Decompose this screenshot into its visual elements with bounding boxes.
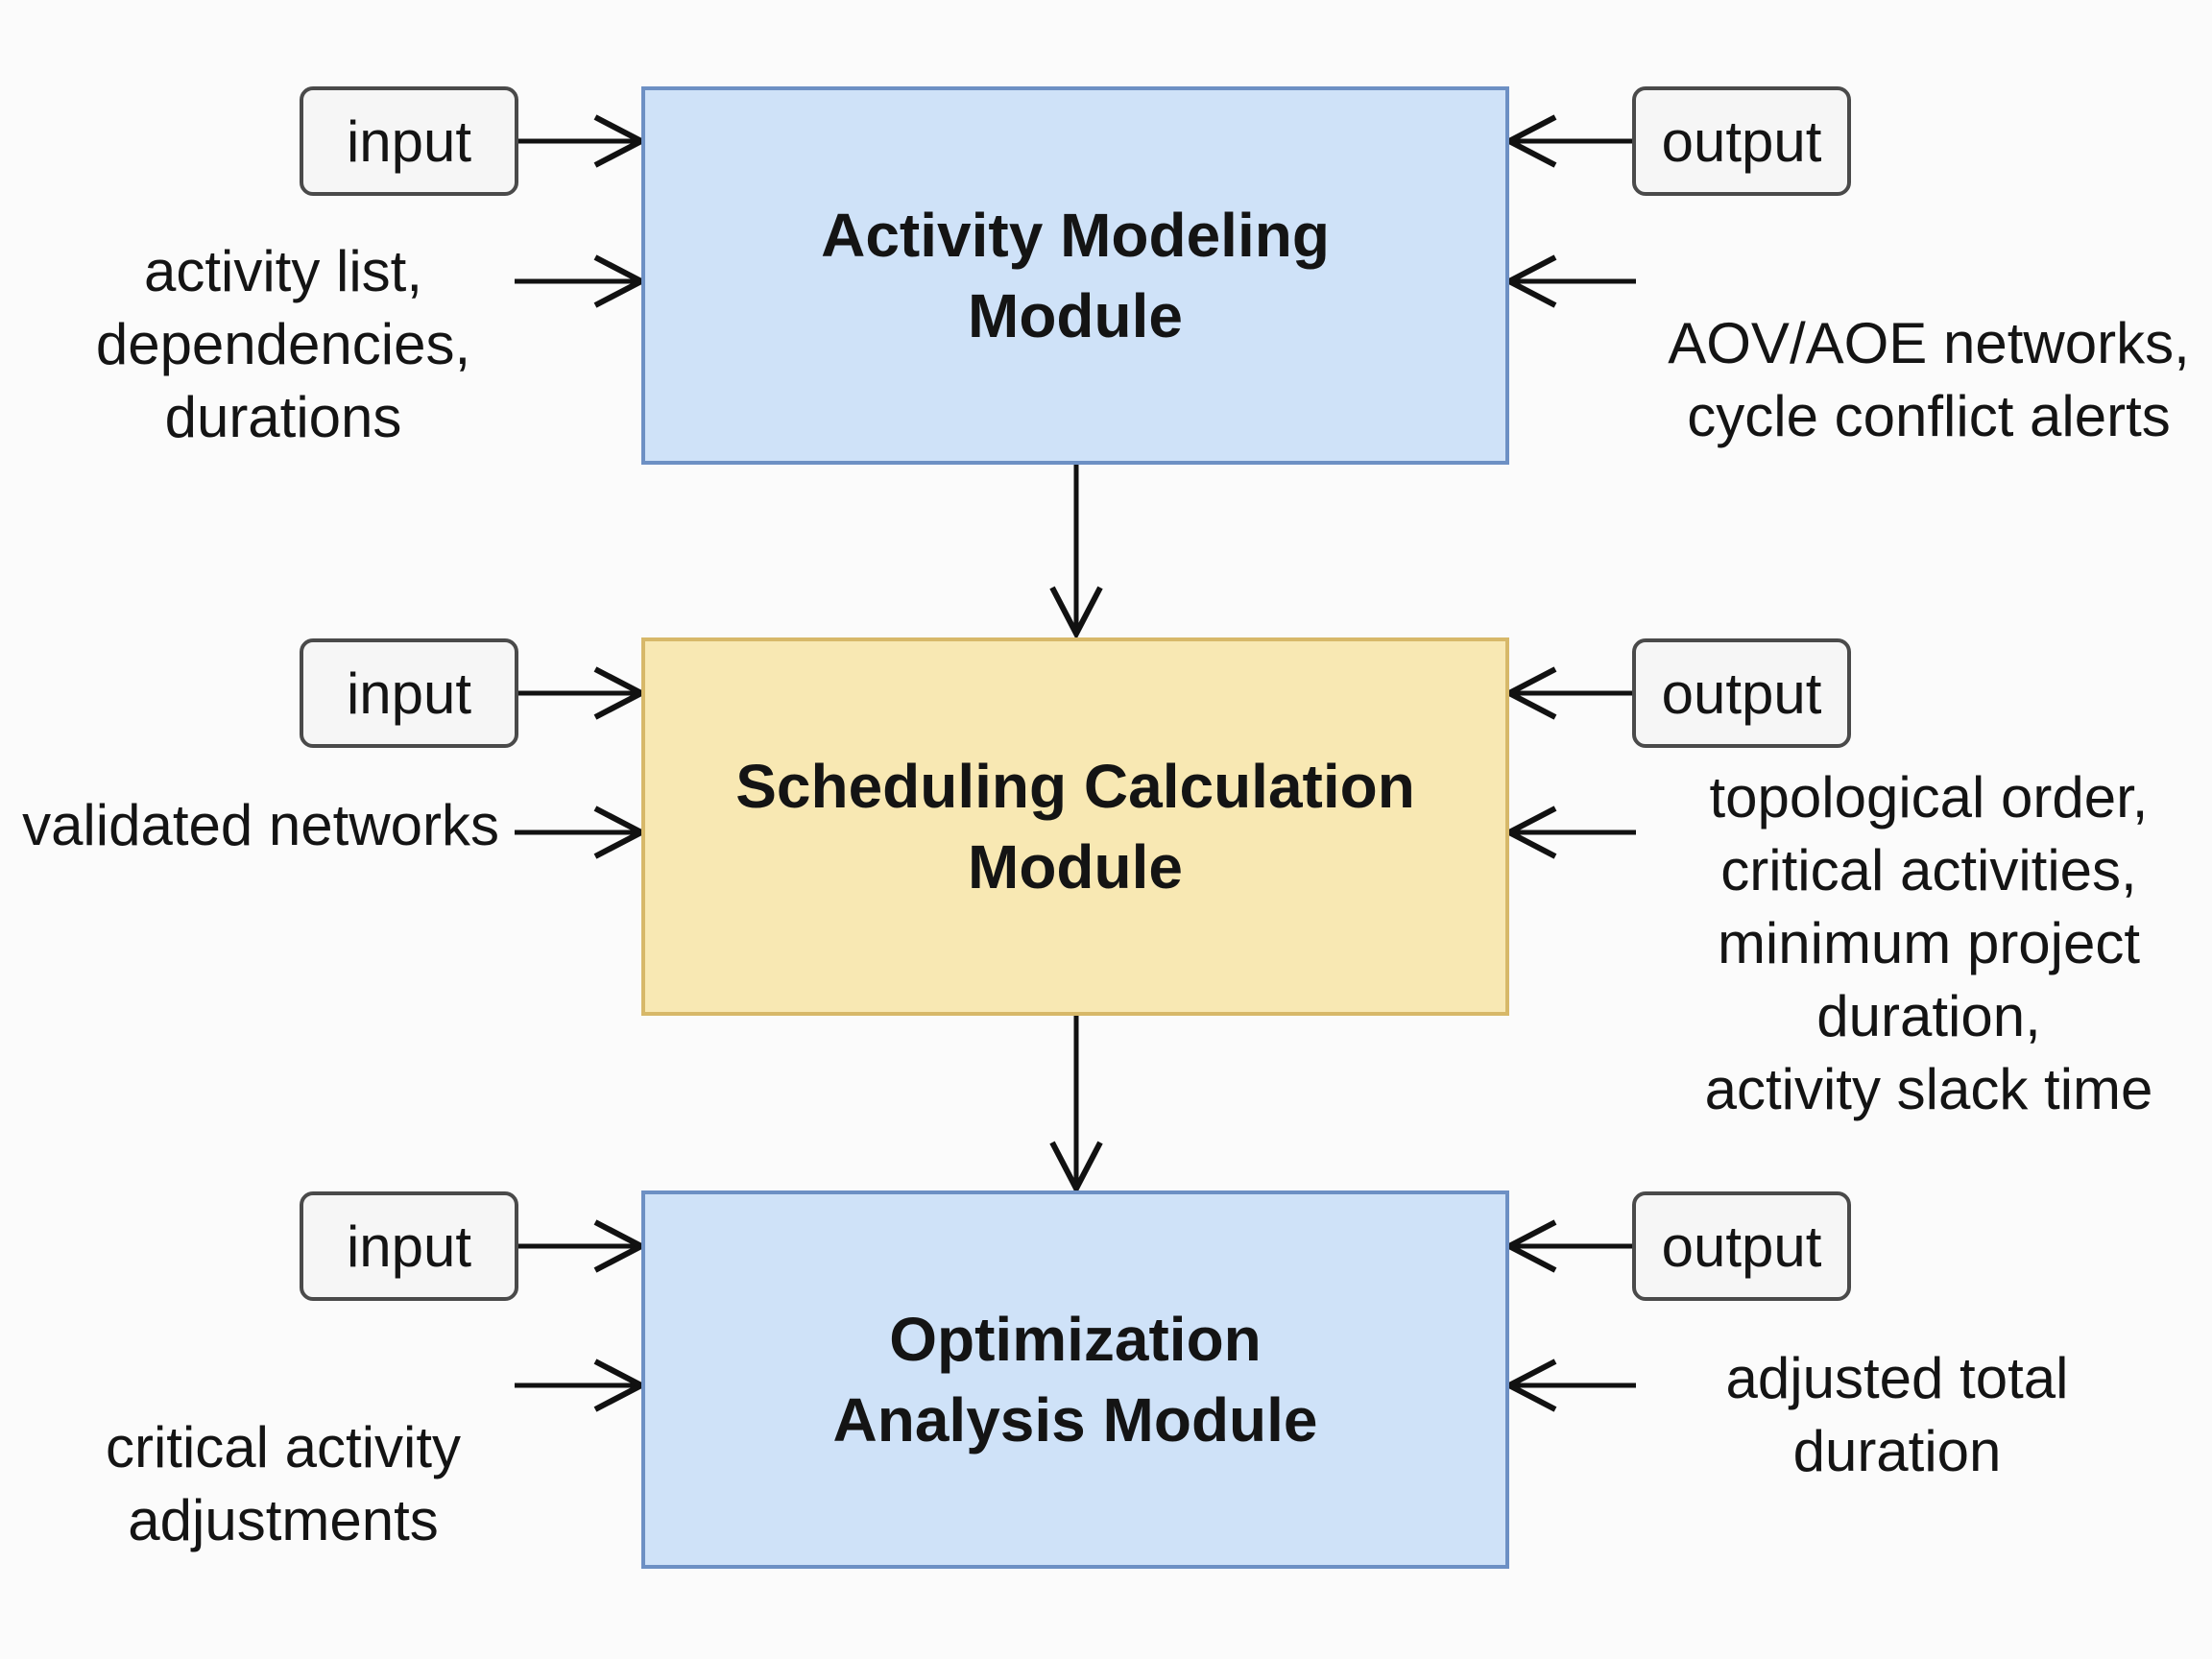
input-tag-label: input (346, 108, 472, 174)
inputs-line: durations (164, 385, 402, 449)
flow-arrowhead-1-2 (1049, 586, 1103, 640)
module-inputs: validated networks (0, 789, 499, 862)
module-outputs: topological order, critical activities, … (1647, 761, 2210, 1126)
module-title-line: Scheduling Calculation (735, 752, 1415, 821)
module-title-line: Activity Modeling (821, 201, 1330, 270)
inputs-line: validated networks (22, 793, 499, 857)
inputs-line: activity list, (143, 239, 423, 303)
module-title-line: Module (968, 832, 1183, 902)
module-inputs: critical activity adjustments (58, 1411, 509, 1557)
outputs-line: adjusted total (1725, 1346, 2069, 1410)
outputs-line: AOV/AOE networks, (1668, 311, 2190, 375)
input-tag: input (300, 1191, 518, 1301)
output-tag-label: output (1661, 108, 1822, 174)
input-tag-label: input (346, 1214, 472, 1279)
outputs-arrowhead-1 (1503, 254, 1557, 308)
output-tag-arrowhead-1 (1503, 114, 1557, 168)
output-tag-label: output (1661, 1214, 1822, 1279)
input-tag-label: input (346, 661, 472, 726)
module-inputs: activity list, dependencies, durations (58, 235, 509, 454)
output-tag-arrowhead-3 (1503, 1219, 1557, 1273)
input-tag: input (300, 638, 518, 748)
outputs-line: duration (1792, 1419, 2002, 1483)
module-outputs: adjusted total duration (1647, 1342, 2147, 1488)
module-outputs: AOV/AOE networks, cycle conflict alerts (1647, 307, 2210, 453)
outputs-line: minimum project (1717, 911, 2141, 975)
input-tag: input (300, 86, 518, 196)
scheduling-calculation-module: Scheduling Calculation Module (641, 637, 1509, 1016)
output-tag-label: output (1661, 661, 1822, 726)
outputs-arrowhead-2 (1503, 805, 1557, 859)
outputs-line: activity slack time (1704, 1057, 2153, 1121)
inputs-line: adjustments (128, 1488, 439, 1552)
outputs-line: critical activities, (1720, 838, 2137, 902)
output-tag: output (1632, 86, 1851, 196)
output-tag-arrowhead-2 (1503, 666, 1557, 720)
output-tag: output (1632, 638, 1851, 748)
activity-modeling-module: Activity Modeling Module (641, 86, 1509, 465)
outputs-line: cycle conflict alerts (1687, 384, 2171, 448)
flow-arrowhead-2-3 (1049, 1141, 1103, 1195)
inputs-line: critical activity (105, 1415, 462, 1479)
outputs-arrowhead-3 (1503, 1358, 1557, 1412)
outputs-line: topological order, (1709, 765, 2149, 830)
optimization-analysis-module: Optimization Analysis Module (641, 1190, 1509, 1569)
module-title-line: Module (968, 281, 1183, 350)
module-title-line: Analysis Module (832, 1385, 1318, 1455)
output-tag: output (1632, 1191, 1851, 1301)
inputs-line: dependencies, (95, 312, 471, 376)
module-title-line: Optimization (889, 1305, 1262, 1374)
outputs-line: duration, (1816, 984, 2041, 1048)
